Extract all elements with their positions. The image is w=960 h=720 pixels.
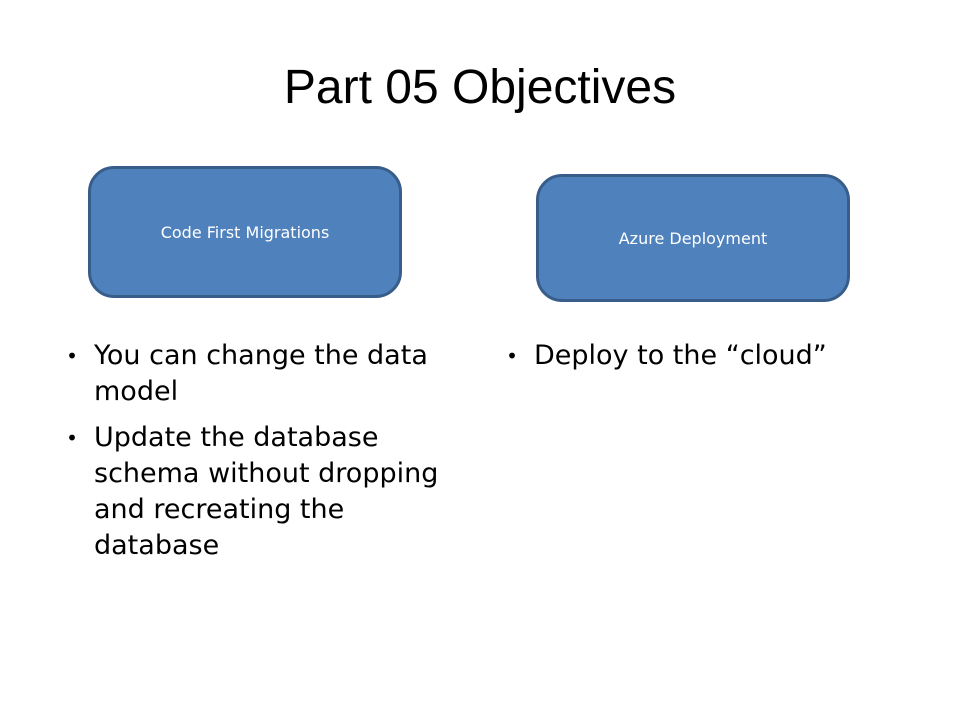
right-bullet-list: • Deploy to the “cloud”	[502, 338, 922, 384]
bullet-text: Update the database schema without dropp…	[94, 422, 439, 561]
bullet-text: Deploy to the “cloud”	[534, 340, 827, 371]
pill-label: Code First Migrations	[160, 222, 330, 242]
list-item: • Deploy to the “cloud”	[502, 338, 922, 374]
list-item: • Update the database schema without dro…	[62, 420, 472, 564]
left-bullet-list: • You can change the data model • Update…	[62, 338, 472, 574]
slide-title: Part 05 Objectives	[283, 61, 677, 114]
bullet-dot-icon: •	[66, 426, 78, 450]
azure-deployment-pill: Azure Deployment	[536, 174, 850, 302]
code-first-migrations-pill: Code First Migrations	[88, 166, 402, 298]
bullet-text: You can change the data model	[94, 340, 428, 407]
list-item: • You can change the data model	[62, 338, 472, 410]
pill-label: Azure Deployment	[618, 228, 768, 248]
bullet-dot-icon: •	[66, 344, 78, 368]
bullet-dot-icon: •	[506, 344, 518, 368]
